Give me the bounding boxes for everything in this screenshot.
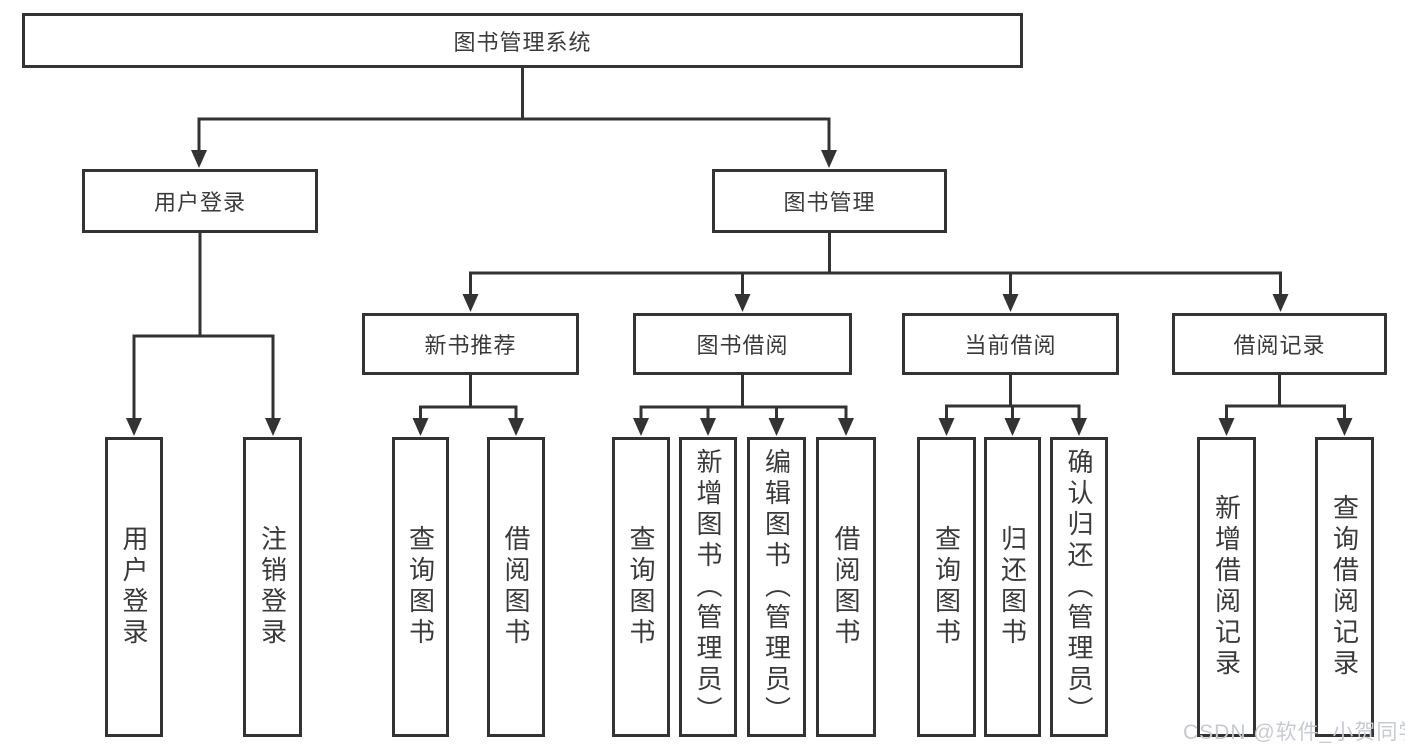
leaf-confirm-return-admin: 确认归还（管理员） [1050, 437, 1108, 737]
connector-book-borrow-to-leaves [633, 373, 854, 436]
leaf-add-books-admin: 新增图书（管理员） [679, 437, 737, 737]
leaf-query-books-borrowing: 查询图书 [612, 437, 670, 737]
connector-root-to-branches [191, 66, 837, 168]
node-borrowing-records: 借阅记录 [1172, 313, 1387, 375]
leaf-user-login: 用户登录 [105, 437, 163, 737]
connector-new-books-to-leaves [412, 373, 524, 436]
leaf-add-borrow-record: 新增借阅记录 [1197, 437, 1256, 737]
leaf-borrow-books: 借阅图书 [816, 437, 876, 737]
leaf-borrow-books-recommend: 借阅图书 [487, 437, 545, 737]
node-current-borrowing: 当前借阅 [902, 313, 1119, 375]
leaf-query-books-current: 查询图书 [917, 437, 976, 737]
connector-borrow-records-to-leaves [1218, 373, 1353, 436]
connector-book-mgmt-to-groups [462, 231, 1289, 312]
node-new-book-recommend: 新书推荐 [362, 313, 579, 375]
csdn-watermark: CSDN @软件_小贺同学 [1183, 721, 1405, 744]
node-system-root: 图书管理系统 [22, 13, 1023, 68]
node-book-borrowing: 图书借阅 [633, 313, 852, 375]
leaf-query-borrow-record: 查询借阅记录 [1315, 437, 1374, 737]
connector-user-login-to-leaves [126, 231, 281, 436]
leaf-logout: 注销登录 [243, 437, 302, 737]
node-book-management: 图书管理 [712, 169, 947, 233]
node-user-login: 用户登录 [82, 169, 318, 233]
leaf-query-books-recommend: 查询图书 [392, 437, 449, 737]
leaf-return-books: 归还图书 [984, 437, 1041, 737]
connector-current-borrow-to-leaves [938, 373, 1087, 436]
leaf-edit-books-admin: 编辑图书（管理员） [747, 437, 806, 737]
